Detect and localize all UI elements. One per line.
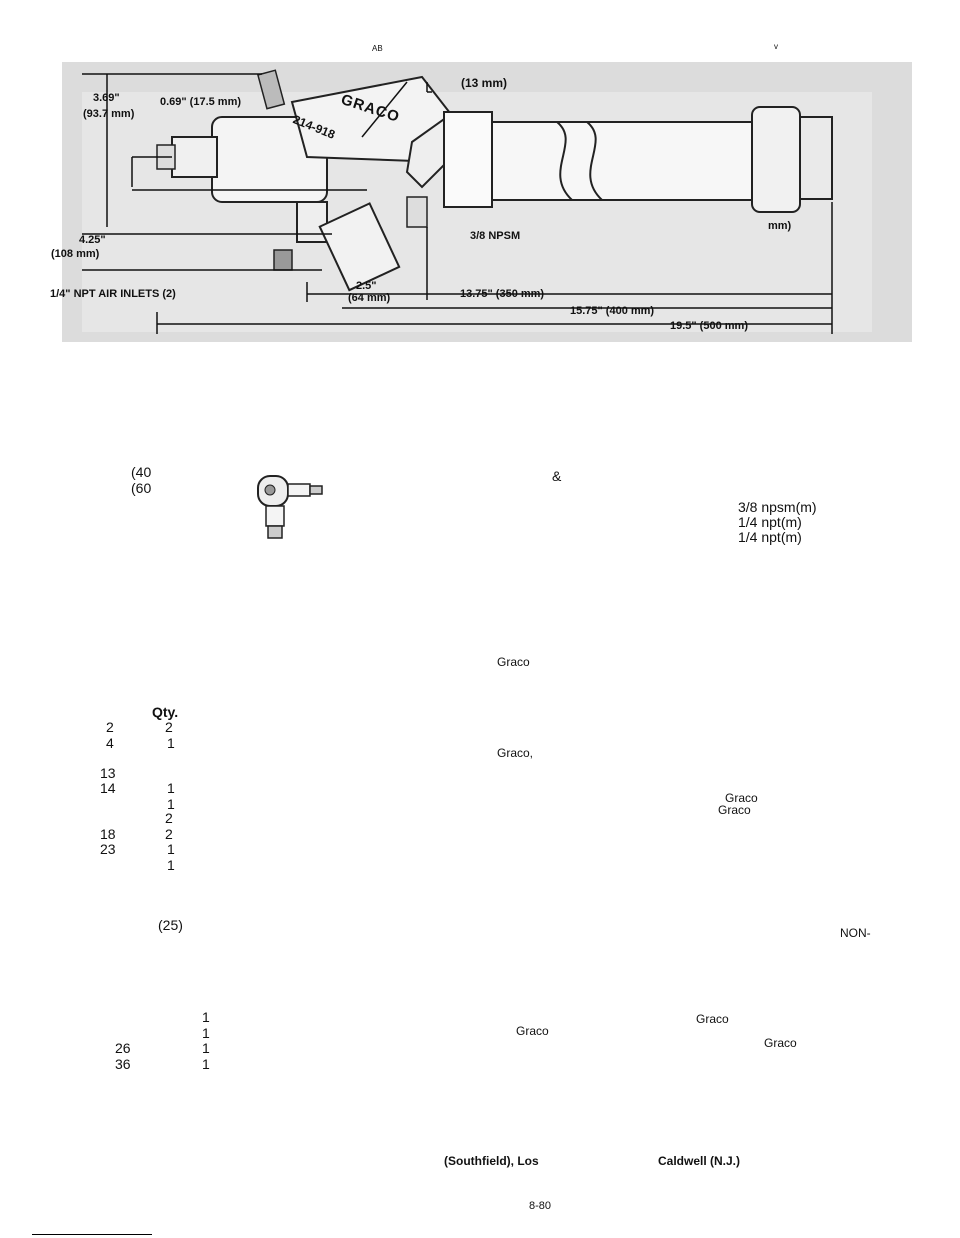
part-qty-4: 1 bbox=[167, 780, 175, 796]
lower-ref-3: 26 bbox=[115, 1040, 131, 1056]
top-mark-a: AB bbox=[372, 44, 383, 53]
graco-text-6: Graco bbox=[516, 1024, 549, 1038]
swivel-fitting-icon bbox=[257, 475, 323, 539]
part-ref-7: 18 bbox=[100, 826, 116, 842]
dim-13mm-label: (13 mm) bbox=[461, 76, 508, 90]
lower-fitting bbox=[296, 201, 328, 243]
part-ref-25: (25) bbox=[158, 917, 183, 933]
graco-text-4: Graco bbox=[718, 803, 751, 817]
graco-text-3: Graco bbox=[725, 791, 758, 805]
footer-caldwell: Caldwell (N.J.) bbox=[658, 1154, 741, 1168]
part-ref-8: 23 bbox=[100, 841, 116, 857]
spec-paren-40: (40 bbox=[131, 464, 152, 480]
footer-rule bbox=[32, 1234, 152, 1235]
dim-108-label: (108 mm) bbox=[51, 248, 100, 260]
graco-text-5: Graco bbox=[696, 1012, 729, 1026]
dim-425-label: 4.25" bbox=[79, 234, 106, 246]
dim-195-label: 19.5" (500 mm) bbox=[670, 320, 748, 332]
part-ref-2: 4 bbox=[106, 735, 114, 751]
part-qty-2: 1 bbox=[167, 735, 175, 751]
dim-369-label: 3.69" bbox=[93, 92, 120, 104]
dim-64-label: (64 mm) bbox=[348, 292, 391, 304]
lower-ref-4: 36 bbox=[115, 1056, 131, 1072]
air-inlets-label: 1/4" NPT AIR INLETS (2) bbox=[50, 288, 176, 300]
part-ref-3: 13 bbox=[100, 765, 116, 781]
inlet-fitting bbox=[171, 136, 218, 178]
spec-thread-3: 1/4 npt(m) bbox=[738, 529, 802, 545]
side-block bbox=[318, 202, 401, 292]
lower-qty-2: 1 bbox=[202, 1025, 210, 1041]
dim-937-label: (93.7 mm) bbox=[83, 108, 135, 120]
air-inlet-nipple bbox=[273, 249, 293, 271]
graco-text-7: Graco bbox=[764, 1036, 797, 1050]
spec-thread-1: 3/8 npsm(m) bbox=[738, 499, 817, 515]
part-ref-4: 14 bbox=[100, 780, 116, 796]
spec-ampersand: & bbox=[552, 468, 562, 484]
extension-tube bbox=[491, 121, 753, 201]
footer-southfield: (Southfield), Los bbox=[444, 1154, 539, 1168]
dim-1575-label: 15.75" (400 mm) bbox=[570, 305, 655, 317]
break-line-left bbox=[556, 121, 573, 201]
lower-qty-3: 1 bbox=[202, 1040, 210, 1056]
part-qty-6: 2 bbox=[165, 810, 173, 826]
break-line-right bbox=[586, 121, 603, 201]
part-qty-9: 1 bbox=[167, 857, 175, 873]
qty-header: Qty. bbox=[152, 704, 179, 720]
part-qty-1: 2 bbox=[165, 719, 173, 735]
spec-paren-60: (60 bbox=[131, 480, 152, 496]
non-text: NON- bbox=[840, 926, 871, 940]
end-cap bbox=[751, 106, 801, 213]
part-qty-7: 2 bbox=[165, 826, 173, 842]
part-qty-8: 1 bbox=[167, 841, 175, 857]
dimension-lines bbox=[82, 73, 833, 334]
end-plug bbox=[799, 116, 833, 200]
drawing-svg bbox=[62, 62, 912, 342]
part-ref-1: 2 bbox=[106, 719, 114, 735]
applicator-dimension-drawing bbox=[62, 62, 912, 342]
top-mark-b: v bbox=[774, 42, 778, 51]
adjust-knob bbox=[256, 69, 286, 110]
spec-thread-2: 1/4 npt(m) bbox=[738, 514, 802, 530]
dim-25-label: 2.5" bbox=[356, 280, 377, 292]
npsm-label: 3/8 NPSM bbox=[470, 230, 521, 242]
dim-1375-label: 13.75" (350 mm) bbox=[460, 288, 545, 300]
lower-qty-1: 1 bbox=[202, 1009, 210, 1025]
graco-text-2: Graco, bbox=[497, 746, 534, 760]
page-code: 8-80 bbox=[529, 1200, 552, 1212]
dim-069-label: 0.69" (17.5 mm) bbox=[160, 96, 242, 108]
coupling bbox=[443, 111, 493, 208]
swivel-fitting-illustration bbox=[248, 468, 328, 544]
part-qty-5: 1 bbox=[167, 796, 175, 812]
npsm-fitting bbox=[406, 196, 428, 228]
lower-qty-4: 1 bbox=[202, 1056, 210, 1072]
graco-text-1: Graco bbox=[497, 655, 530, 669]
dim-mm-right-label: mm) bbox=[768, 220, 792, 232]
